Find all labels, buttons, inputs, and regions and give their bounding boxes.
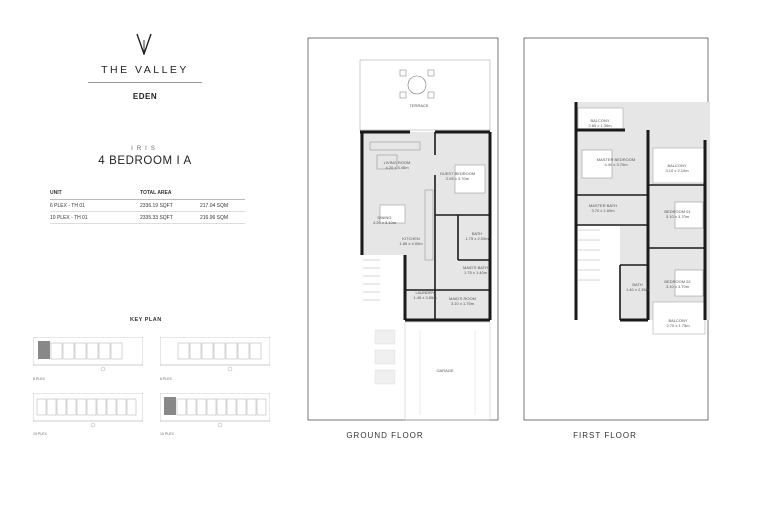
room-name: BALCONY (667, 163, 687, 168)
room-name: BALCONY (668, 318, 688, 323)
room-name: BATH (471, 231, 483, 236)
table-row: 10 PLEX - TH 01 2335.33 SQFT 216.96 SQM (50, 212, 245, 224)
cell-sqm: 216.96 SQM (200, 215, 229, 221)
room-living: LIVING ROOM 4.20 x 3.45m (372, 160, 422, 170)
room-name: BEDROOM 02 (664, 279, 691, 284)
key-plan-6plex-b (160, 337, 270, 372)
cell-sqft: 2335.33 SQFT (140, 215, 173, 221)
room-name: BEDROOM 01 (664, 209, 691, 214)
cell-sqm: 217.04 SQM (200, 203, 229, 209)
room-name: MAID'S ROOM (449, 296, 476, 301)
room-guest-bedroom: GUEST BEDROOM 2.95 x 3.70m (430, 171, 485, 181)
room-master-bath: MASTER BATH 3.70 x 1.60m (578, 203, 628, 213)
room-dim: 3.10 x 3.70m (665, 284, 690, 289)
room-maids-room: MAID'S ROOM 3.10 x 1.75m (440, 296, 485, 306)
header-unit: UNIT (50, 190, 62, 196)
area-table: UNIT TOTAL AREA 6 PLEX - TH 01 2336.19 S… (50, 190, 245, 224)
unit-series: IRIS (131, 146, 159, 152)
room-dim: 3.10 x 2.10m (665, 168, 689, 173)
room-name: KITCHEN (402, 236, 420, 241)
cell-unit: 6 PLEX - TH 01 (50, 203, 85, 209)
brand-divider (88, 82, 202, 83)
room-dim: 3.70 x 1.60m (591, 208, 615, 213)
room-bedroom-02: BEDROOM 02 3.10 x 3.70m (655, 279, 700, 289)
room-dim: 2.95 x 3.70m (445, 176, 470, 181)
room-name: LIVING ROOM (383, 160, 411, 165)
ground-floor-plan (307, 37, 499, 421)
unit-type-title: 4 BEDROOM I A (98, 155, 192, 167)
room-dim: 1.45 x 3.85m (413, 295, 437, 300)
room-dim: 1.85 x 4.90m (399, 241, 423, 246)
room-balcony-bottom: BALCONY 2.70 x 1.75m (658, 318, 698, 328)
room-balcony-top: BALCONY 2.85 x 1.35m (580, 118, 620, 128)
room-bedroom-01: BEDROOM 01 3.10 x 3.70m (655, 209, 700, 219)
room-dim: 4.40 x 3.70m (604, 162, 628, 167)
table-row: 6 PLEX - TH 01 2336.19 SQFT 217.04 SQM (50, 200, 245, 212)
ground-floor-label: GROUND FLOOR (346, 431, 424, 440)
room-bath-first: BATH 1.40 x 2.35m (620, 282, 655, 292)
room-name: DINING (377, 215, 392, 220)
sub-brand: EDEN (132, 92, 158, 101)
room-name: GUEST BEDROOM (439, 171, 476, 176)
key-plan-6plex-a (33, 337, 143, 372)
cell-unit: 10 PLEX - TH 01 (50, 215, 88, 221)
room-laundry: LAUNDRY 1.45 x 3.85m (405, 290, 445, 300)
key-plan-title: KEY PLAN (130, 317, 162, 323)
room-name: MAID'S BATH (463, 265, 488, 270)
room-name: LAUNDRY (415, 290, 435, 295)
room-dim: 4.20 x 3.10m (372, 220, 397, 225)
room-name: BALCONY (590, 118, 610, 123)
key-plan-10plex-a (33, 393, 143, 428)
room-dim: 2.70 x 1.75m (666, 323, 690, 328)
room-dim: 4.20 x 3.45m (385, 165, 409, 170)
room-dim: 3.10 x 3.70m (665, 214, 690, 219)
room-master-bedroom: MASTER BEDROOM 4.40 x 3.70m (586, 157, 646, 167)
header-total-area: TOTAL AREA (140, 190, 172, 196)
room-name: MASTER BEDROOM (596, 157, 636, 162)
key-plan-label: 10 PLEX (33, 432, 47, 436)
room-dim: 3.10 x 1.75m (450, 301, 475, 306)
room-terrace: TERRACE (409, 103, 429, 108)
room-name: MASTER BATH (588, 203, 618, 208)
room-dim: 2.85 x 1.35m (588, 123, 612, 128)
room-bath: BATH 1.75 x 2.00m (457, 231, 497, 241)
room-dim: 1.75 x 1.40m (463, 270, 488, 275)
room-kitchen: KITCHEN 1.85 x 4.90m (386, 236, 436, 246)
room-dining: DINING 4.20 x 3.10m (362, 215, 407, 225)
room-dim: 1.40 x 2.35m (625, 287, 650, 292)
first-floor-plan (523, 37, 710, 421)
header-sqm (200, 190, 245, 196)
brand-name: THE VALLEY (101, 64, 189, 76)
valley-logo-icon (136, 33, 152, 55)
key-plan-label: 10 PLEX (160, 432, 174, 436)
key-plan-10plex-b (160, 393, 270, 428)
room-name: BATH (632, 282, 643, 287)
room-dim: 1.75 x 2.00m (465, 236, 489, 241)
key-plan-label: 6 PLEX (160, 377, 172, 381)
area-table-header: UNIT TOTAL AREA (50, 190, 245, 200)
room-balcony-right: BALCONY 3.10 x 2.10m (657, 163, 697, 173)
room-garage: GARAGE (436, 368, 454, 373)
first-floor-label: FIRST FLOOR (573, 431, 637, 440)
cell-sqft: 2336.19 SQFT (140, 203, 173, 209)
key-plan-label: 6 PLEX (33, 377, 45, 381)
room-maids-bath: MAID'S BATH 1.75 x 1.40m (458, 265, 493, 275)
